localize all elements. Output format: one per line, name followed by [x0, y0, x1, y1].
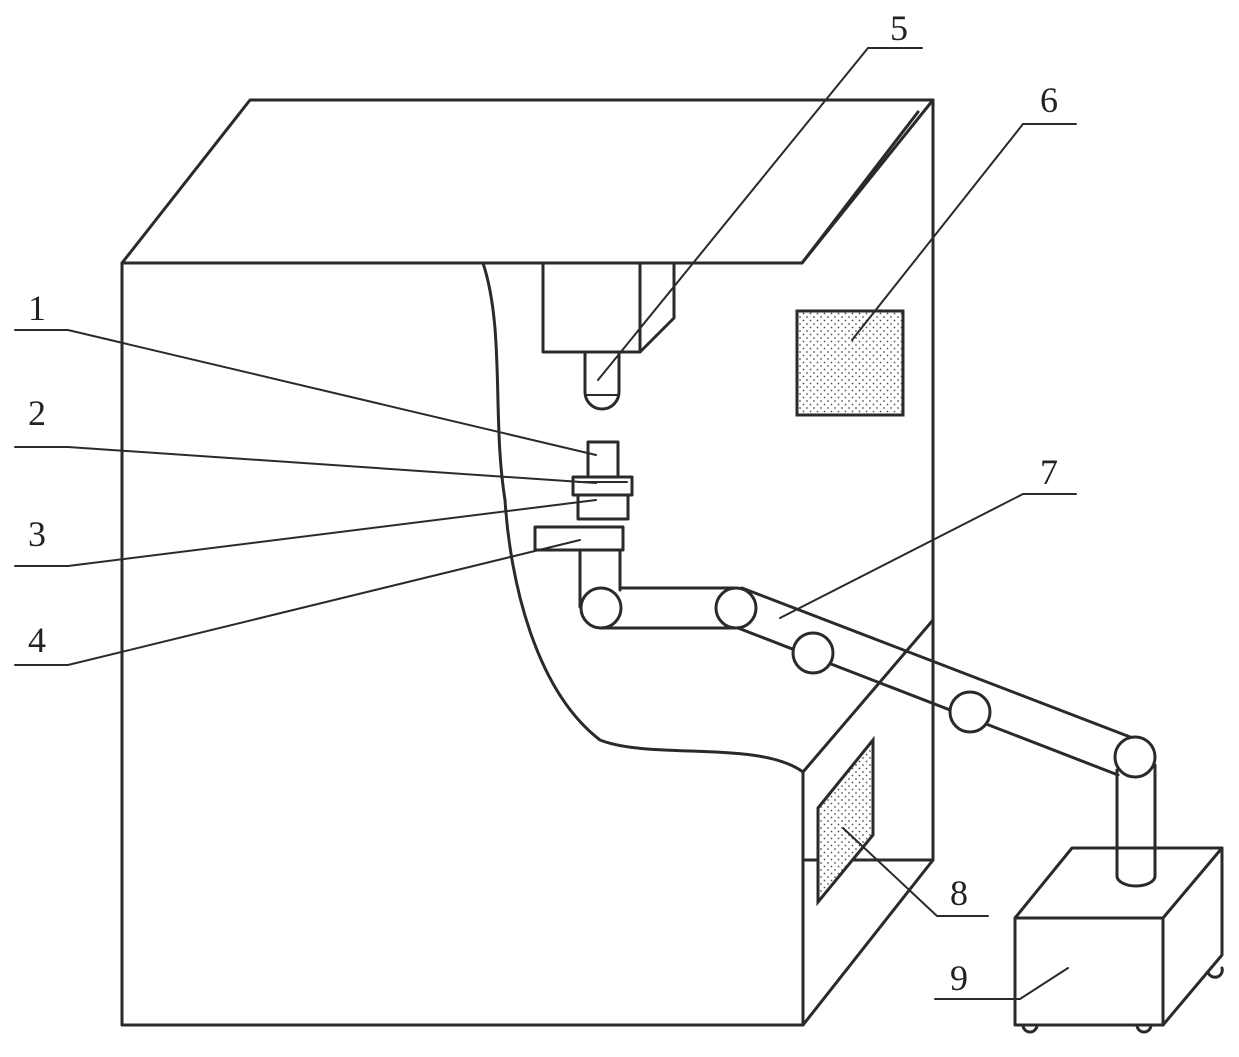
leader-4: [14, 539, 581, 666]
leader-2: [14, 446, 597, 484]
arm-segment-down: [1115, 763, 1157, 878]
clamp-lower: [576, 493, 630, 521]
label-2: 2: [28, 393, 46, 433]
arm-segment-diagonal: [736, 586, 1140, 777]
arm-joint-3: [791, 631, 835, 675]
robot-arm: [578, 548, 1157, 888]
machine-cabinet: [120, 98, 935, 1027]
robot-flange-plate: [533, 525, 625, 552]
base-wheel-3: [1206, 966, 1224, 979]
control-panel: [795, 309, 905, 417]
label-7: 7: [1040, 452, 1058, 492]
lower-step-base-edge: [801, 858, 935, 1027]
base-unit-side: [1161, 846, 1224, 1027]
reference-labels: 1 2 3 4 5 6 7 8 9: [28, 8, 1058, 998]
leader-7: [779, 493, 1077, 619]
lower-step-slope: [801, 618, 935, 774]
label-9: 9: [950, 958, 968, 998]
base-unit: [1013, 846, 1224, 1034]
leader-3: [14, 499, 597, 567]
base-wheel-2: [1135, 1023, 1153, 1034]
label-8: 8: [950, 873, 968, 913]
arm-base-collar: [1115, 874, 1157, 888]
chamber-opening-curve: [481, 261, 805, 774]
base-wheel-1: [1021, 1023, 1039, 1034]
label-6: 6: [1040, 80, 1058, 120]
arm-joint-4: [948, 690, 992, 734]
base-unit-front: [1013, 916, 1165, 1027]
cabinet-top-panel: [120, 98, 935, 265]
clamp-upper: [571, 475, 634, 497]
spindle-head: [541, 261, 676, 411]
workpiece: [586, 440, 620, 480]
leader-8: [842, 827, 989, 917]
arm-segment-horizontal: [598, 586, 737, 630]
label-3: 3: [28, 514, 46, 554]
leader-9: [934, 967, 1069, 1000]
workpiece-fixture: [533, 440, 634, 552]
cabinet-front-outline: [120, 261, 805, 1027]
side-window: [816, 735, 875, 907]
leader-1: [14, 329, 597, 456]
leader-6: [851, 123, 1077, 341]
leader-lines: [14, 47, 1077, 1000]
label-4: 4: [28, 620, 46, 660]
arm-joint-2: [714, 586, 758, 630]
spindle-housing-side: [638, 261, 676, 354]
label-5: 5: [890, 8, 908, 48]
arm-joint-1: [579, 586, 623, 630]
arm-joint-5: [1113, 735, 1157, 779]
leader-5: [597, 47, 923, 381]
label-1: 1: [28, 288, 46, 328]
spindle-tool: [583, 350, 621, 411]
cabinet-top-right-edge: [800, 110, 920, 265]
arm-segment-vertical: [578, 548, 622, 609]
spindle-housing: [541, 261, 642, 354]
